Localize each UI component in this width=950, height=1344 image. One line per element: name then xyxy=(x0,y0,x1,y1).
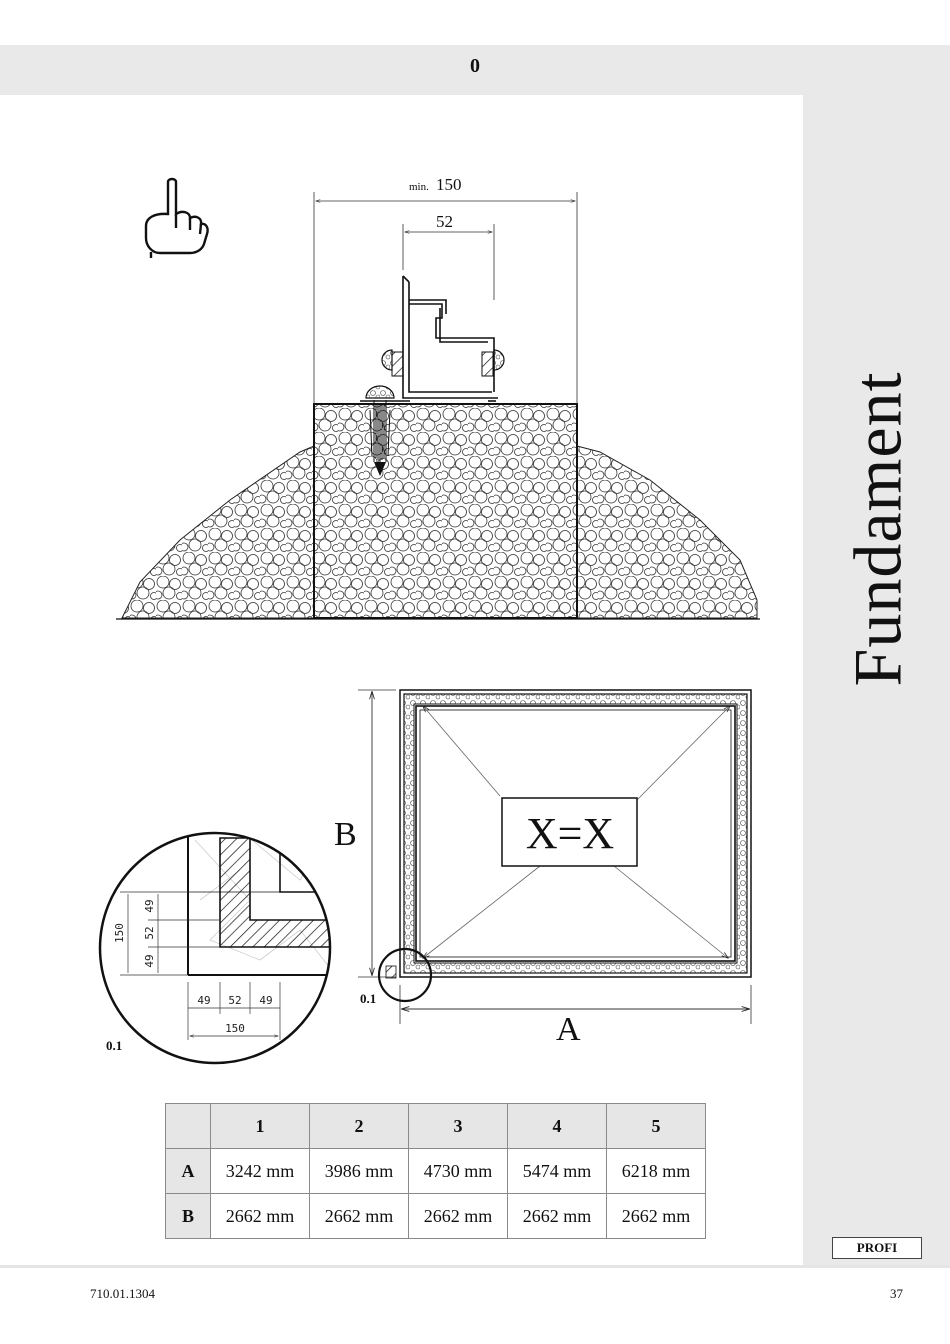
detail-vdim-1: 49 xyxy=(143,899,156,912)
table-cell: 2662 mm xyxy=(507,1193,607,1239)
step-number: 0 xyxy=(470,55,480,77)
table-cell: 3242 mm xyxy=(210,1148,310,1194)
table-header-row: 1 2 3 4 5 xyxy=(165,1103,706,1149)
table-cell: 4730 mm xyxy=(408,1148,508,1194)
dim-min-value: 150 xyxy=(436,175,462,194)
table-column-header: 3 xyxy=(408,1103,508,1149)
detail-vdim-2: 52 xyxy=(143,926,156,939)
pointing-hand-icon xyxy=(144,177,209,258)
detail-ref: 0.1 xyxy=(106,1038,122,1053)
table-row: B 2662 mm 2662 mm 2662 mm 2662 mm 2662 m… xyxy=(165,1193,706,1239)
table-row-header: A xyxy=(165,1148,211,1194)
table-cell: 3986 mm xyxy=(309,1148,409,1194)
detail-hdim-3: 49 xyxy=(259,994,272,1007)
sidebar xyxy=(803,95,950,1265)
foundation-plan-drawing xyxy=(358,689,752,1024)
dim-inner-value: 52 xyxy=(436,212,453,231)
table-cell: 2662 mm xyxy=(210,1193,310,1239)
foundation-section-drawing xyxy=(116,192,760,620)
dim-min-prefix: min. xyxy=(409,181,429,193)
table-column-header: 1 xyxy=(210,1103,310,1149)
dim-a-label: A xyxy=(556,1011,581,1048)
table-cell: 5474 mm xyxy=(507,1148,607,1194)
dim-b-label: B xyxy=(334,816,357,853)
document-code: 710.01.1304 xyxy=(90,1286,155,1301)
dimensions-table: 1 2 3 4 5 A 3242 mm 3986 mm 4730 mm 5474… xyxy=(165,1103,706,1239)
table-column-header: 4 xyxy=(507,1103,607,1149)
profi-badge: PROFI xyxy=(832,1237,922,1259)
detail-htotal: 150 xyxy=(225,1022,245,1035)
detail-hdim-1: 49 xyxy=(197,994,210,1007)
table-cell: 6218 mm xyxy=(606,1148,706,1194)
table-row: A 3242 mm 3986 mm 4730 mm 5474 mm 6218 m… xyxy=(165,1148,706,1194)
center-label: X=X xyxy=(526,809,614,858)
table-cell: 2662 mm xyxy=(408,1193,508,1239)
plan-detail-ref: 0.1 xyxy=(360,991,376,1006)
page-number: 37 xyxy=(890,1286,903,1301)
corner-detail-drawing xyxy=(98,831,332,1065)
header-bar xyxy=(0,45,950,95)
detail-vtotal: 150 xyxy=(113,923,126,943)
table-column-header: 5 xyxy=(606,1103,706,1149)
table-column-header: 2 xyxy=(309,1103,409,1149)
table-corner-cell xyxy=(165,1103,211,1149)
detail-hdim-2: 52 xyxy=(228,994,241,1007)
table-cell: 2662 mm xyxy=(606,1193,706,1239)
table-row-header: B xyxy=(165,1193,211,1239)
table-cell: 2662 mm xyxy=(309,1193,409,1239)
footer-divider xyxy=(0,1265,950,1268)
detail-vdim-3: 49 xyxy=(143,954,156,967)
